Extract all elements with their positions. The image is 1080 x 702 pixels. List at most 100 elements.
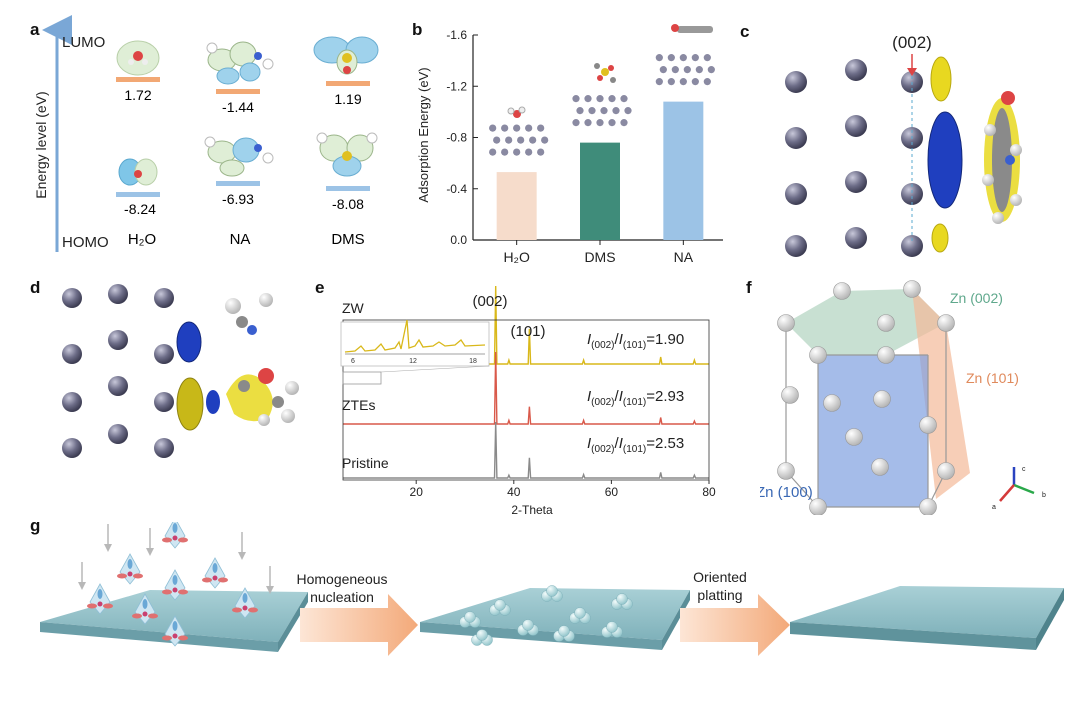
solvated-zn-ion	[202, 557, 228, 589]
zn-slab-atom	[493, 136, 501, 144]
step1-label-line1: Homogeneous	[296, 571, 387, 587]
zn-slab-atom	[703, 54, 711, 62]
ratio-sub1-ztes: (002)	[591, 397, 614, 408]
ratio-value-pristine: =2.53	[646, 435, 684, 452]
zn-atom	[877, 346, 895, 364]
adsorbed-dms-molecule	[225, 293, 299, 426]
zn-slab-atom	[501, 148, 509, 156]
svg-text:I(002)/I(101)=2.93: I(002)/I(101)=2.93	[587, 388, 684, 408]
inset-tick-12: 12	[409, 358, 417, 365]
chart-b-ytick-label: -0.8	[446, 131, 467, 145]
zn-atom	[154, 438, 174, 458]
zn-slab-atom	[655, 78, 663, 86]
svg-text:I(002)/I(101)=1.90: I(002)/I(101)=1.90	[587, 331, 684, 351]
ratio-i1-zw: I	[587, 331, 591, 348]
plane-002-name: Zn (002)	[950, 290, 1003, 306]
zn-atom	[901, 183, 923, 205]
dms-name: DMS	[331, 231, 364, 248]
zn-slab-atom	[620, 95, 628, 103]
zn-atom	[873, 390, 891, 408]
panel-g-mechanism: Homogeneous nucleation Oriented platting	[40, 522, 1064, 656]
ratio-label-ztes: I(002)/I(101)=2.93	[587, 388, 684, 408]
panel-letter-b: b	[412, 20, 423, 39]
zn-slab-atom	[667, 54, 675, 62]
dms-lumo-value: 1.19	[334, 91, 361, 107]
zn-slab-atom	[588, 107, 596, 115]
inset-tick-18: 18	[469, 358, 477, 365]
zn-slab-atom	[667, 78, 675, 86]
zn-lattice-d	[62, 284, 174, 458]
chart-e-xtick-label: 40	[507, 485, 521, 499]
zn-slab-atom	[596, 119, 604, 127]
ratio-i2-pristine: I	[619, 435, 623, 452]
chart-e-frame	[342, 319, 710, 481]
ratio-sub2-zw: (101)	[623, 340, 646, 351]
incoming-ion-arrow	[78, 562, 86, 590]
panel-letter-a: a	[30, 20, 40, 39]
chart-b-adsorption-models	[507, 24, 713, 118]
chart-b-xtick-label: NA	[674, 249, 694, 265]
axis-b-label: b	[1042, 492, 1046, 499]
zn-atom	[781, 386, 799, 404]
dms-homo-orbital	[316, 132, 378, 177]
panel-letter-e: e	[315, 278, 325, 297]
zn-slab-atom	[572, 95, 580, 103]
zn-nuclei	[459, 585, 633, 646]
zn-atom	[937, 314, 955, 332]
zn-slab-atom	[572, 119, 580, 127]
zn-slab-atom	[679, 78, 687, 86]
zn-atom	[108, 330, 128, 350]
zn-slab-atom	[576, 107, 584, 115]
na-homo-level	[216, 181, 260, 186]
panel-letter-d: d	[30, 278, 41, 297]
zn-slab-atom	[525, 124, 533, 132]
plane-100	[818, 355, 928, 507]
h2o-name: H₂O	[128, 231, 156, 248]
zn-nucleus	[471, 629, 493, 646]
na-lumo-level	[216, 89, 260, 94]
panel-letter-f: f	[746, 278, 752, 297]
chart-b-ylabel: Adsorption Energy (eV)	[416, 67, 431, 202]
zn-nucleus	[489, 599, 511, 616]
chart-e-xtick-label: 20	[410, 485, 424, 499]
zn-atom	[108, 424, 128, 444]
panel-d-charge-density	[62, 284, 299, 458]
na-homo-value: -6.93	[222, 191, 254, 207]
homo-label: HOMO	[62, 234, 109, 251]
ratio-sub1-pristine: (002)	[591, 444, 614, 455]
zn-atom	[154, 288, 174, 308]
axis-c-label: c	[1022, 466, 1026, 473]
zn-atom	[777, 462, 795, 480]
h2o-lumo-orbital	[116, 40, 160, 76]
solvated-zn-ion	[87, 583, 113, 615]
zn-atom	[845, 171, 867, 193]
plane-101-name: Zn (101)	[966, 370, 1019, 386]
solvated-zn-ion	[232, 587, 258, 619]
lumo-label: LUMO	[62, 34, 105, 51]
zn-nucleus	[611, 593, 633, 610]
peak-label-002: (002)	[472, 293, 507, 310]
zn-slab-atom	[608, 119, 616, 127]
zn-slab-atom	[691, 78, 699, 86]
ratio-i1-ztes: I	[587, 388, 591, 405]
zn-atom	[785, 235, 807, 257]
ratio-label-zw: I(002)/I(101)=1.90	[587, 331, 684, 351]
ratio-value-ztes: =2.93	[646, 388, 684, 405]
zn-nucleus	[553, 625, 575, 642]
zn-slab-atom	[679, 54, 687, 62]
zn-slab-atom	[707, 66, 715, 74]
zn-atom	[777, 314, 795, 332]
panel-a: Energy level (eV) LUMO HOMO 1.72 -8.24 H…	[0, 0, 400, 270]
charge-density-isosurfaces	[927, 56, 963, 253]
ratio-sub1-zw: (002)	[591, 340, 614, 351]
chart-e-xlabel: 2-Theta	[511, 503, 553, 517]
h2o-homo-level	[116, 192, 160, 197]
solvated-zn-ion	[117, 553, 143, 585]
zn-slab-atom	[695, 66, 703, 74]
panel-c-charge-density: (002)	[785, 33, 1022, 257]
zn-atom	[62, 288, 82, 308]
panel-letter-g: g	[30, 516, 41, 535]
zn-slab-atoms	[489, 54, 715, 156]
zn-nucleus	[569, 607, 591, 624]
